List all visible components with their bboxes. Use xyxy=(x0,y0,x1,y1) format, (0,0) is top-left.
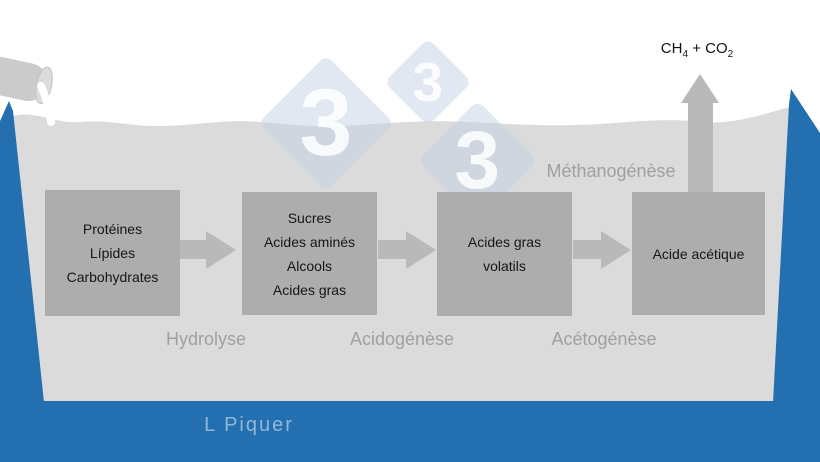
inlet-stream xyxy=(37,82,55,126)
gas-formula-subscript: 4 xyxy=(682,49,689,60)
hydrolysis-products-box: Sucres Acides aminés Alcools Acides gras xyxy=(242,192,377,315)
stage-label-hydrolysis: Hydrolyse xyxy=(165,329,247,349)
substrate-line: Lípides xyxy=(89,245,136,261)
watermark-digit: 3 xyxy=(454,114,501,206)
volatile-fatty-acids-box: Acides gras volatils xyxy=(437,192,572,316)
flow-arrow-acetogenesis xyxy=(573,231,631,269)
stage-label-acetogenesis: Acétogénèse xyxy=(551,329,657,349)
stage-label-acidogenesis: Acidogénèse xyxy=(349,329,455,349)
product-line: Acides aminés xyxy=(263,233,356,250)
gas-formula: CH4 + CO2 xyxy=(661,40,733,60)
gas-formula-subscript: 2 xyxy=(727,49,734,60)
arrow-head-icon xyxy=(406,231,436,269)
substrate-line: Protéines xyxy=(82,221,143,237)
author-credit: L Piquer xyxy=(204,414,294,436)
arrow-head-icon xyxy=(601,231,631,269)
acetic-acid-box: Acide acétique xyxy=(632,192,765,315)
arrow-shaft xyxy=(573,240,602,259)
product-line: Acides gras xyxy=(467,234,542,250)
flow-arrow-acidogenesis xyxy=(378,231,436,269)
watermark-digit: 3 xyxy=(412,50,444,113)
tank-left-wall xyxy=(0,101,68,462)
substrate-line: Carbohydrates xyxy=(66,269,159,285)
arrow-head-icon xyxy=(206,231,236,269)
arrow-shaft xyxy=(378,240,407,259)
arrow-shaft xyxy=(178,240,207,259)
tank-right-wall xyxy=(744,89,820,462)
watermark-digit: 3 xyxy=(299,69,353,176)
product-line: Acides gras xyxy=(272,281,347,298)
substrate-box: Protéines Lípides Carbohydrates xyxy=(45,190,180,316)
tank-bottom xyxy=(0,401,820,462)
arrow-head-icon xyxy=(681,74,719,103)
gas-formula-part: + CO xyxy=(688,40,728,57)
product-line: volatils xyxy=(483,258,526,274)
stage-label-methanogenesis: Méthanogénèse xyxy=(546,161,676,181)
product-line: Sucres xyxy=(287,209,332,226)
arrow-shaft xyxy=(688,100,713,193)
product-line: Alcools xyxy=(286,257,333,274)
gas-up-arrow xyxy=(681,74,719,194)
flow-arrow-hydrolysis xyxy=(178,231,236,269)
product-line: Acide acétique xyxy=(652,245,745,262)
gas-formula-part: CH xyxy=(660,40,683,57)
